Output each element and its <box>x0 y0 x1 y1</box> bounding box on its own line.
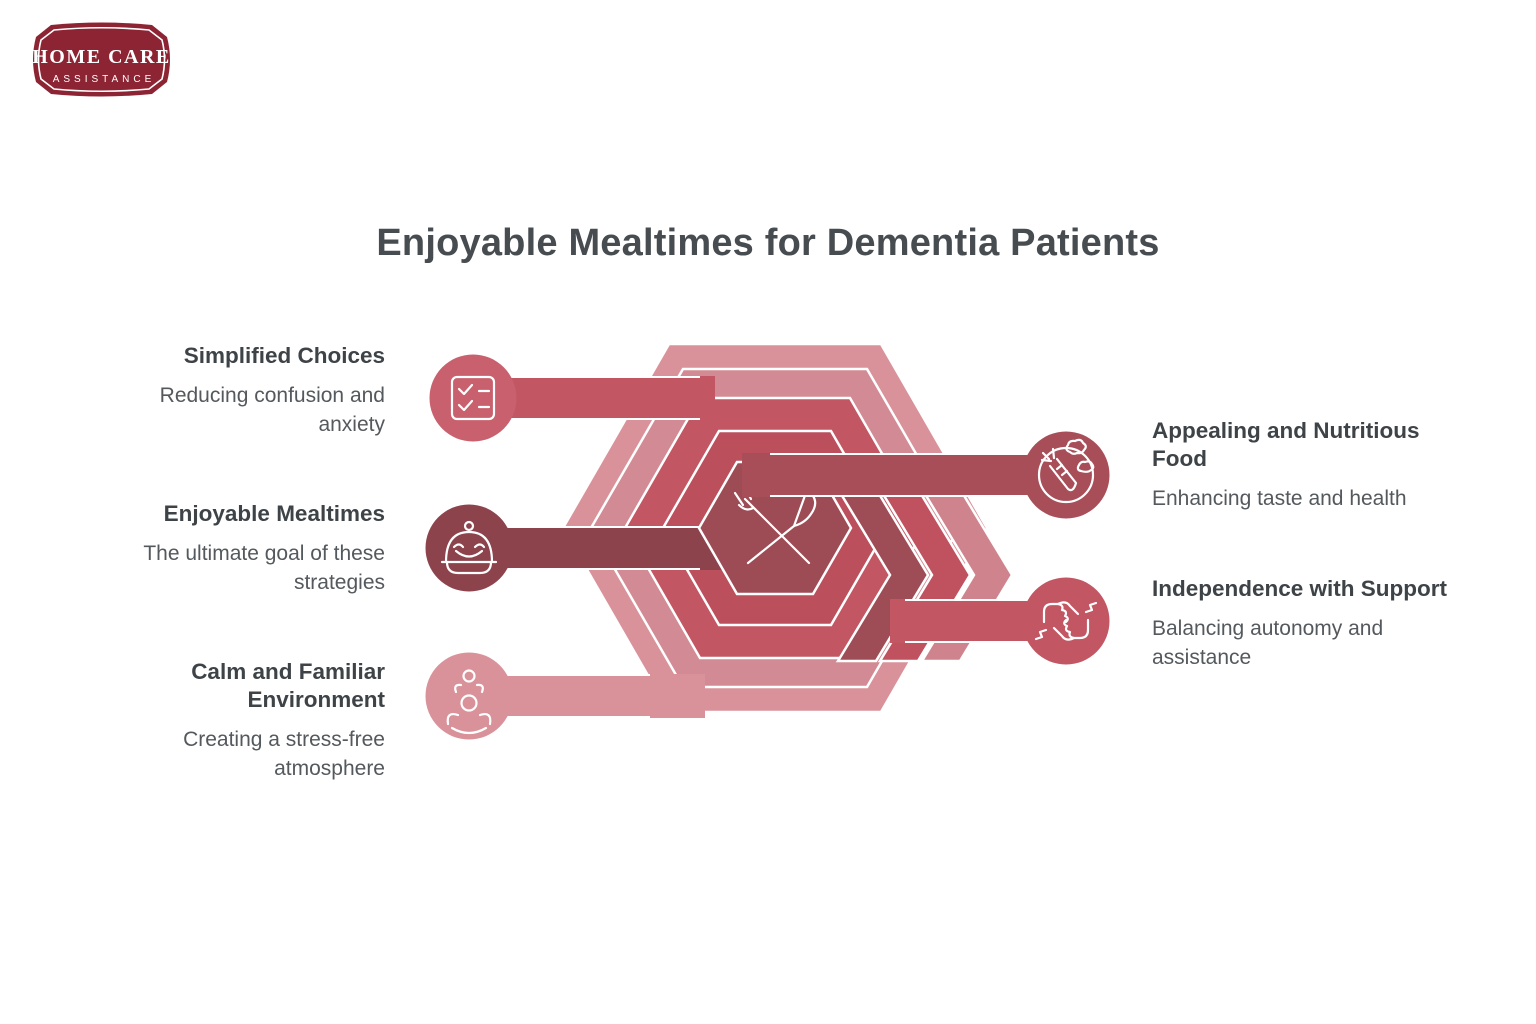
logo-line2: ASSISTANCE <box>53 74 156 85</box>
item-subtitle: Creating a stress-free atmosphere <box>183 728 385 781</box>
item-subtitle: Enhancing taste and health <box>1152 487 1407 511</box>
page-title: Enjoyable Mealtimes for Dementia Patient… <box>376 222 1160 264</box>
home-care-assistance-logo: HOME CARE ASSISTANCE <box>32 22 171 97</box>
item-title: Independence with Support <box>1152 576 1448 601</box>
item-subtitle: Balancing autonomy and assistance <box>1152 617 1384 670</box>
label-calm-environment: Calm and Familiar Environment Creating a… <box>95 658 385 784</box>
item-title: Appealing and Nutritious Food <box>1152 418 1420 472</box>
supporting-hands-icon <box>1034 601 1098 641</box>
node-calm-environment <box>425 652 513 740</box>
node-simplified-choices <box>429 354 517 442</box>
logo-line1: HOME CARE <box>32 46 171 68</box>
item-subtitle: The ultimate goal of these strategies <box>143 542 385 595</box>
cloche-smile-icon <box>440 520 498 575</box>
label-appealing-food: Appealing and Nutritious Food Enhancing … <box>1152 417 1457 514</box>
connector-appealing-food <box>742 453 1066 497</box>
logo-inner-border <box>37 26 166 93</box>
node-independence-support <box>1022 577 1110 665</box>
item-subtitle: Reducing confusion and anxiety <box>159 384 385 437</box>
node-appealing-food <box>1022 431 1110 519</box>
caregiver-person-icon <box>446 669 492 735</box>
label-independence-support: Independence with Support Balancing auto… <box>1152 575 1457 673</box>
item-title: Simplified Choices <box>183 343 385 368</box>
vegetables-icon <box>1037 438 1095 504</box>
checklist-icon <box>450 375 496 421</box>
logo-badge-shape <box>33 22 170 97</box>
item-title: Enjoyable Mealtimes <box>163 501 385 526</box>
label-simplified-choices: Simplified Choices Reducing confusion an… <box>95 342 385 440</box>
node-enjoyable-mealtimes <box>425 504 513 592</box>
item-title: Calm and Familiar Environment <box>191 659 385 713</box>
label-enjoyable-mealtimes: Enjoyable Mealtimes The ultimate goal of… <box>95 500 385 598</box>
